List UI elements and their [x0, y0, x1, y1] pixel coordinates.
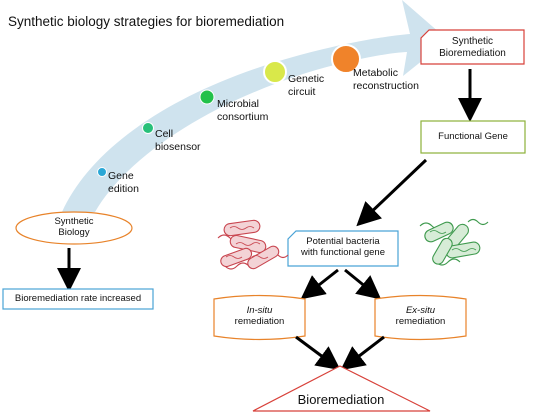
gene-dot: [97, 167, 107, 177]
bacteria-to-exsitu-arrow: [344, 268, 382, 300]
cell-dot: [142, 122, 154, 134]
synthetic-biology-ellipse: [15, 211, 133, 245]
ex-situ-box: [374, 294, 467, 341]
bacteria-to-insitu-arrow: [300, 268, 339, 300]
synthetic-bioremediation-box: [420, 29, 525, 65]
green-bacteria-icon: [419, 218, 489, 266]
genetic-dot: [263, 60, 287, 84]
functional-gene-box: [420, 120, 526, 154]
diagram-title: Synthetic biology strategies for bioreme…: [8, 14, 285, 29]
microbial-dot: [199, 89, 215, 105]
rate-box-label: Bioremediation rate increased: [14, 293, 142, 304]
rate-box: [2, 288, 154, 310]
bioremediation-label: Bioremediation: [297, 392, 385, 407]
exsitu-to-bioremediation-arrow: [340, 335, 385, 371]
insitu-to-bioremediation-arrow: [295, 335, 341, 371]
metabolic-dot: [331, 44, 361, 74]
potential-bacteria-box: [287, 230, 399, 267]
bioremediation-triangle: [252, 365, 431, 412]
gene-to-bacteria-arrow: [356, 158, 428, 227]
functional-gene-label: Functional Gene: [438, 131, 508, 142]
red-bacteria-icon: [217, 219, 289, 270]
in-situ-box: [213, 294, 306, 341]
